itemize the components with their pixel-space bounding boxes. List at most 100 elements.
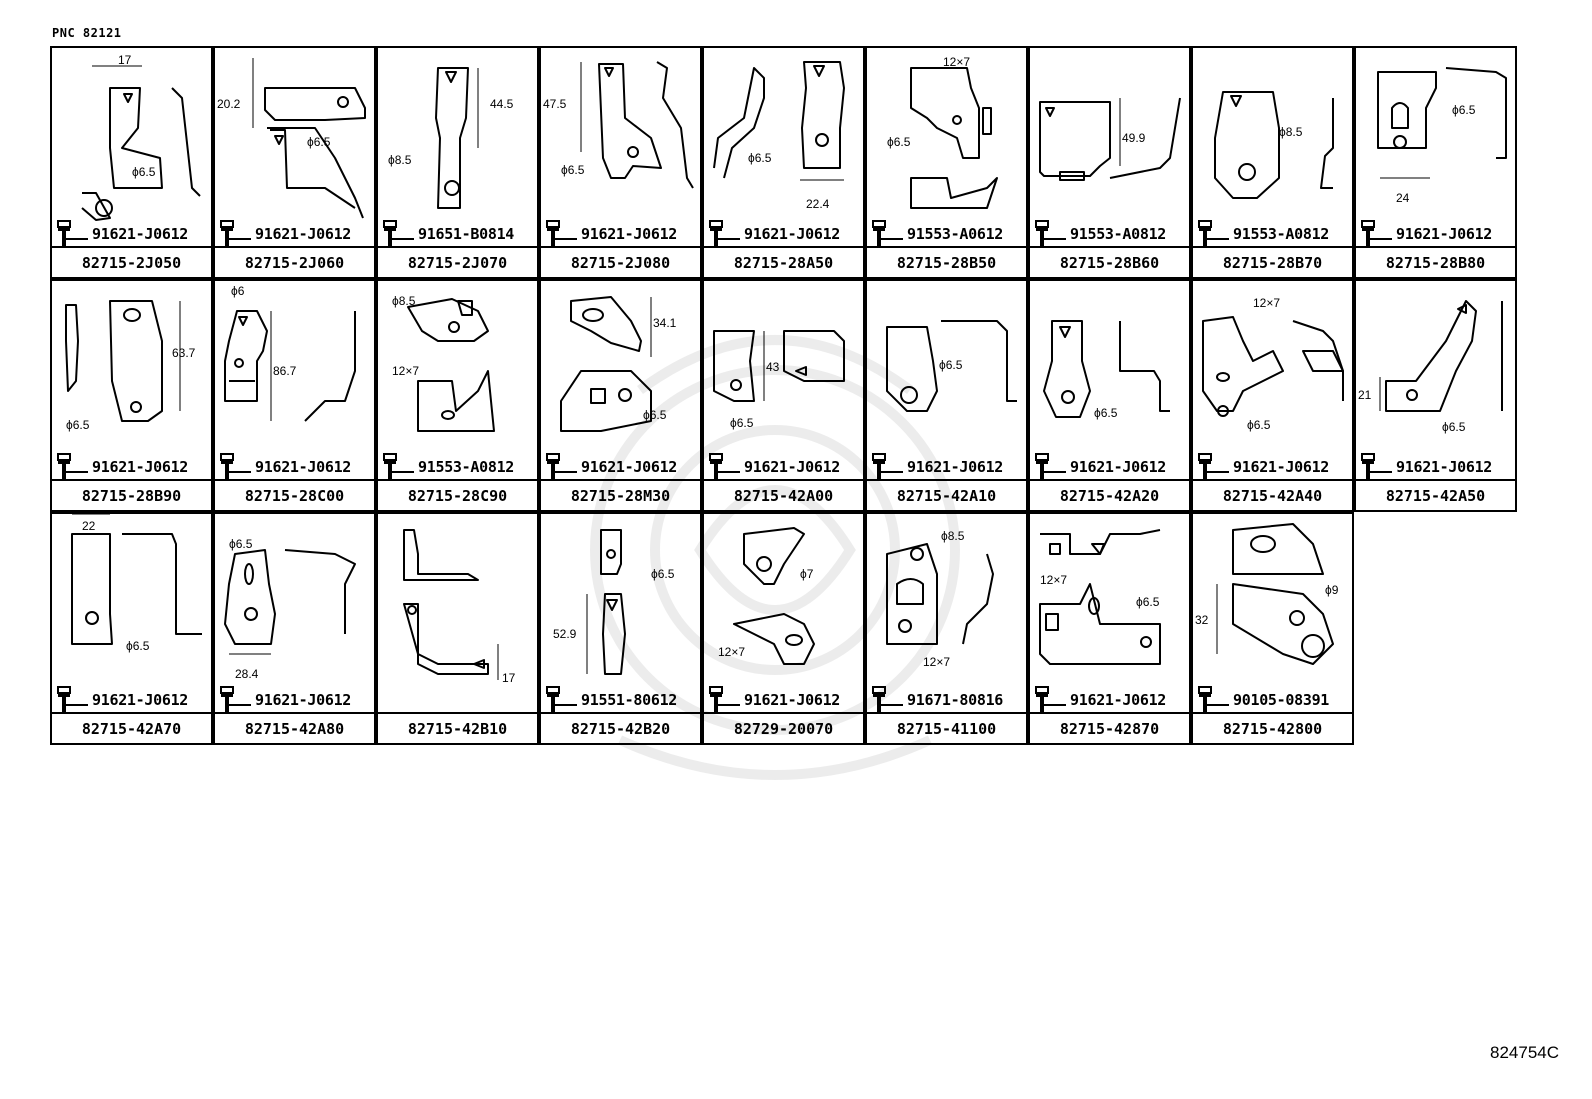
bolt-icon	[220, 686, 251, 713]
dimension-label: ϕ7	[800, 567, 814, 581]
bracket-drawing: ϕ6.5	[1043, 320, 1170, 420]
dimension-label: 12×7	[1253, 296, 1280, 310]
part-number: 82715-42870	[1030, 712, 1189, 743]
bracket-drawing: 44.5ϕ8.5	[388, 67, 514, 209]
part-number: 82715-2J060	[215, 246, 374, 277]
bolt-part-number: 91621-J0612	[907, 458, 1004, 476]
bolt-callout: 91621-J0612	[1034, 685, 1189, 715]
dimension-label: ϕ6.5	[643, 408, 667, 422]
dimension-label: 32	[1195, 613, 1209, 627]
part-cell[interactable]: 17 82715-42B10	[376, 512, 539, 745]
bolt-icon	[872, 453, 903, 480]
dimension-label: 17	[118, 53, 132, 67]
bolt-callout: 91553-A0812	[382, 452, 537, 482]
dimension-label: ϕ6.5	[730, 416, 754, 430]
bolt-icon	[709, 220, 740, 247]
bolt-callout: 91621-J0612	[219, 685, 374, 715]
bolt-callout: 91621-J0612	[1360, 219, 1515, 249]
bolt-callout: 91553-A0812	[1197, 219, 1352, 249]
dimension-label: ϕ6.5	[66, 418, 90, 432]
bolt-callout: 91621-J0612	[1197, 452, 1352, 482]
bolt-icon	[57, 686, 88, 713]
bolt-part-number: 91621-J0612	[255, 458, 352, 476]
bracket-drawing: 63.7ϕ6.5	[65, 300, 196, 432]
bolt-part-number: 91621-J0612	[92, 691, 189, 709]
bracket-drawing: ϕ6.5	[886, 320, 1017, 412]
watermark-emblem	[590, 335, 960, 780]
bolt-callout: 91651-B0814	[382, 219, 537, 249]
pnc-label: PNC 82121	[52, 26, 122, 40]
dimension-label: 21	[1358, 388, 1372, 402]
part-number: 82715-28A50	[704, 246, 863, 277]
dimension-label: ϕ6.5	[1136, 595, 1160, 609]
part-number: 82715-2J050	[52, 246, 211, 277]
bolt-icon	[1361, 453, 1392, 480]
bracket-drawing: 17	[403, 529, 516, 685]
bolt-callout: 91621-J0612	[708, 685, 863, 715]
dimension-label: 12×7	[923, 655, 950, 669]
bolt-callout: 91621-J0612	[219, 452, 374, 482]
bolt-part-number: 91651-B0814	[418, 225, 515, 243]
bracket-drawing: ϕ8.512×7	[886, 529, 994, 669]
bolt-icon	[872, 220, 903, 247]
bolt-icon	[1035, 686, 1066, 713]
dimension-label: 49.9	[1122, 131, 1146, 145]
bracket-drawing: ϕ6.522.4	[713, 61, 845, 211]
bolt-callout: 91671-80816	[871, 685, 1026, 715]
bracket-drawing: 12×7 ϕ6.5	[1202, 296, 1344, 432]
dimension-label: 47.5	[543, 97, 567, 111]
bracket-drawing: ϕ8.5	[1214, 91, 1334, 199]
bracket-drawing: 47.5ϕ6.5	[543, 61, 694, 189]
bolt-icon	[220, 220, 251, 247]
bolt-icon	[220, 453, 251, 480]
dimension-label: 12×7	[943, 55, 970, 69]
bolt-icon	[546, 453, 577, 480]
part-number: 82715-42B10	[378, 712, 537, 743]
part-number: 82729-20070	[704, 712, 863, 743]
dimension-label: 28.4	[235, 667, 259, 681]
dimension-label: 34.1	[653, 316, 677, 330]
dimension-label: ϕ6.5	[1247, 418, 1271, 432]
part-number: 82715-28B60	[1030, 246, 1189, 277]
bolt-icon	[383, 453, 414, 480]
bolt-callout: 91621-J0612	[545, 219, 700, 249]
part-number: 82715-42A20	[1030, 479, 1189, 510]
bolt-part-number: 91621-J0612	[1233, 458, 1330, 476]
dimension-label: 86.7	[273, 364, 297, 378]
bracket-drawing: 20.2ϕ6.5	[217, 58, 366, 219]
part-number: 82715-28C90	[378, 479, 537, 510]
bracket-drawing: ϕ6.528.4	[224, 537, 356, 681]
bracket-drawing: ϕ6.552.9	[553, 529, 675, 675]
bolt-callout: 91551-80612	[545, 685, 700, 715]
dimension-label: 52.9	[553, 627, 577, 641]
dimension-label: 43	[766, 360, 780, 374]
